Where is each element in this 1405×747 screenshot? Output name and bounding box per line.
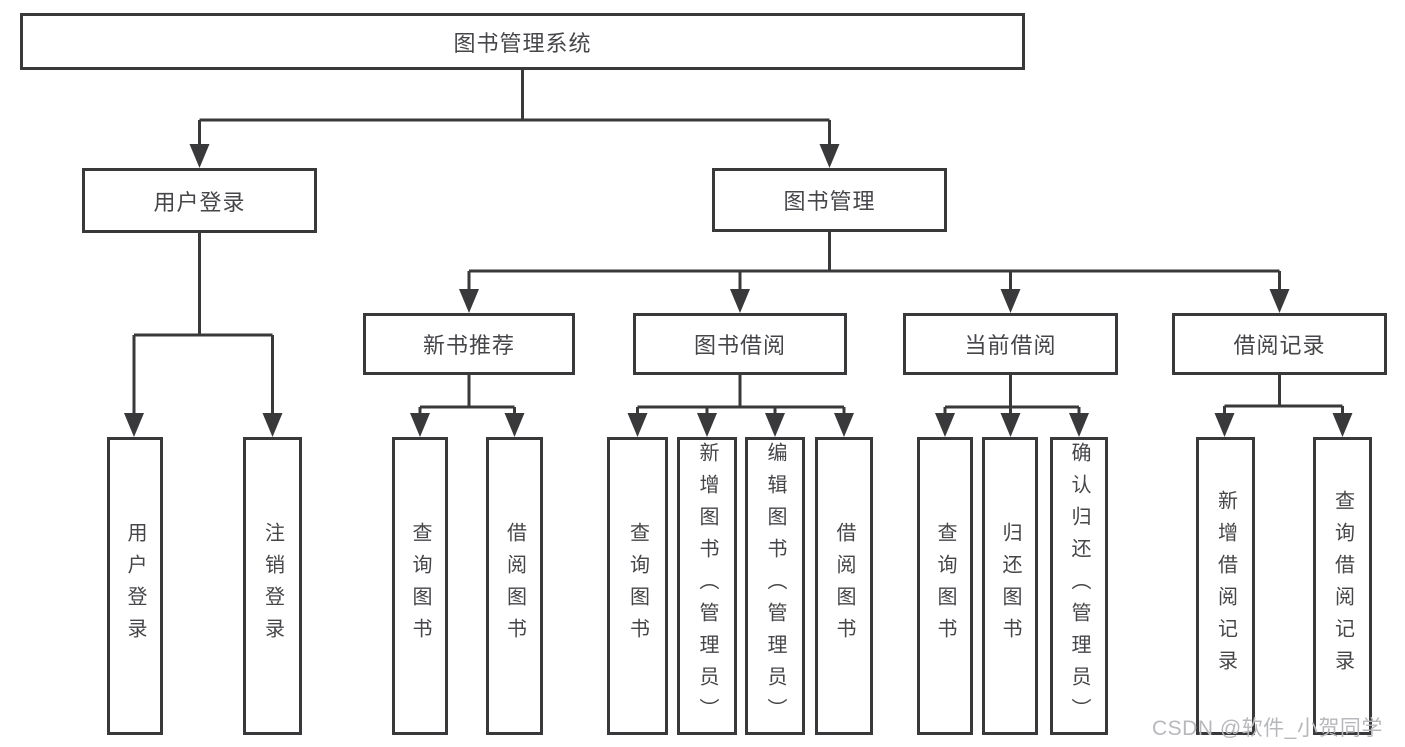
node-leaf-return-book: 归还图书 — [982, 437, 1038, 735]
node-leaf-add-borrow-record: 新增借阅记录 — [1196, 437, 1255, 735]
node-leaf-user-login: 用户登录 — [107, 437, 163, 735]
node-leaf-add-book-admin-label: 新增图书（管理员） — [696, 442, 718, 730]
node-borrow-records-label: 借阅记录 — [1233, 333, 1326, 358]
connector-userlogin-to-leaves — [132, 233, 274, 416]
node-borrow-records: 借阅记录 — [1172, 313, 1387, 375]
node-book-borrow-label: 图书借阅 — [693, 333, 786, 358]
node-library-system: 图书管理系统 — [20, 13, 1025, 70]
connector-bookmgmt-to-level3 — [467, 232, 1281, 292]
node-book-management-label: 图书管理 — [783, 189, 876, 214]
connector-records-to-leaves — [1223, 375, 1344, 416]
node-user-login: 用户登录 — [82, 168, 317, 233]
node-leaf-query-books-current: 查询图书 — [917, 437, 973, 735]
connector-currentborrow-to-leaves — [943, 375, 1081, 416]
node-leaf-logout: 注销登录 — [243, 437, 302, 735]
node-leaf-borrow-books-newbook: 借阅图书 — [486, 437, 543, 735]
node-leaf-query-books-newbook-label: 查询图书 — [409, 522, 431, 650]
node-current-borrow: 当前借阅 — [903, 313, 1118, 375]
connector-newbook-to-leaves — [418, 375, 516, 416]
node-leaf-confirm-return-admin: 确认归还（管理员） — [1050, 437, 1108, 735]
node-leaf-query-books-newbook: 查询图书 — [392, 437, 448, 735]
connector-root-to-level2 — [198, 70, 831, 146]
node-leaf-edit-book-admin-label: 编辑图书（管理员） — [764, 442, 786, 730]
node-leaf-borrow-books-borrow: 借阅图书 — [815, 437, 873, 735]
connector-bookborrow-to-leaves — [636, 375, 846, 416]
node-book-management: 图书管理 — [712, 168, 947, 232]
node-leaf-query-borrow-record: 查询借阅记录 — [1313, 437, 1372, 735]
node-book-borrow: 图书借阅 — [633, 313, 847, 375]
arrowheads — [124, 144, 1353, 437]
node-leaf-borrow-books-newbook-label: 借阅图书 — [503, 522, 526, 650]
node-leaf-add-book-admin: 新增图书（管理员） — [677, 437, 737, 735]
node-leaf-user-login-label: 用户登录 — [124, 522, 146, 650]
node-new-book-recommend-label: 新书推荐 — [422, 333, 515, 358]
node-leaf-confirm-return-admin-label: 确认归还（管理员） — [1068, 442, 1090, 730]
node-leaf-return-book-label: 归还图书 — [999, 522, 1021, 650]
node-new-book-recommend: 新书推荐 — [363, 313, 575, 375]
node-library-system-label: 图书管理系统 — [453, 30, 592, 56]
node-leaf-query-books-borrow-label: 查询图书 — [626, 522, 649, 650]
node-leaf-query-books-current-label: 查询图书 — [934, 522, 956, 650]
watermark-text: CSDN @软件_小贺同学 — [1152, 717, 1383, 740]
node-leaf-query-books-borrow: 查询图书 — [607, 437, 668, 735]
node-leaf-query-borrow-record-label: 查询借阅记录 — [1331, 490, 1354, 682]
node-leaf-borrow-books-borrow-label: 借阅图书 — [833, 522, 855, 650]
node-leaf-add-borrow-record-label: 新增借阅记录 — [1214, 490, 1237, 682]
node-user-login-label: 用户登录 — [153, 189, 246, 215]
node-current-borrow-label: 当前借阅 — [964, 333, 1057, 358]
node-leaf-logout-label: 注销登录 — [261, 522, 284, 650]
node-leaf-edit-book-admin: 编辑图书（管理员） — [745, 437, 805, 735]
